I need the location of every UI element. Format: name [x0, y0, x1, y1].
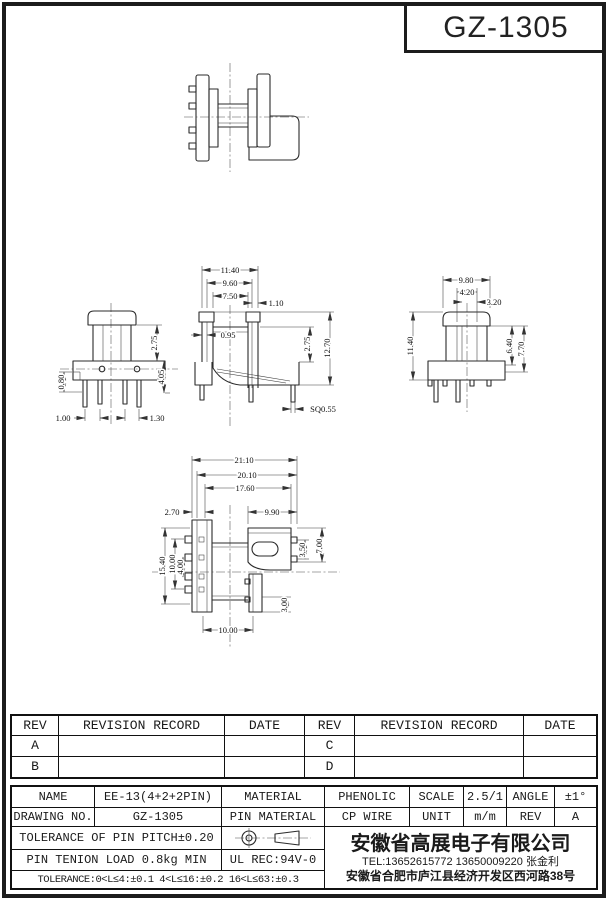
dimension-label-section: 1.10 [269, 298, 284, 308]
pin-pitch-tolerance: TOLERANCE OF PIN PITCH±0.20 [12, 827, 222, 850]
company-phone: TEL:13652615772 13650009220 张金利 [362, 855, 559, 868]
company-info: 安徽省高展电子有限公司 TEL:13652615772 13650009220 … [325, 827, 596, 888]
dimension-label-bottom: 10.00 [167, 554, 177, 573]
dimension-label-bottom: 4.00 [175, 560, 185, 575]
page-title: GZ-1305 [443, 11, 569, 44]
pin-material-label: PIN MATERIAL [222, 808, 325, 827]
length-tolerance-note: TOLERANCE:0<L≤4:±0.1 4<L≤16:±0.2 16<L≤63… [12, 871, 325, 888]
dimension-label-bottom: 15.40 [157, 556, 167, 575]
view-bottom [152, 456, 340, 648]
dimension-label-section: 2.75 [302, 337, 312, 352]
unit-label: UNIT [410, 808, 464, 827]
dimension-label-rear: 11.40 [405, 337, 415, 356]
record-header-left: REVISION RECORD [59, 716, 225, 737]
revision-table: REV REVISION RECORD DATE REV REVISION RE… [10, 714, 598, 779]
dimension-label-rear: 6.40 [504, 339, 514, 354]
rev-cell-d: D [305, 756, 355, 777]
drawing-no-label: DRAWING NO. [12, 808, 95, 827]
drawing-no-value: GZ-1305 [95, 808, 222, 827]
unit-value: m/m [464, 808, 507, 827]
date-cell-b [225, 756, 305, 777]
dimension-label-bottom: 3.50 [297, 543, 307, 558]
angle-value: ±1° [555, 787, 596, 808]
dimension-label-rear: 7.70 [516, 342, 526, 357]
dimension-label-section: 11.40 [221, 265, 240, 275]
dimension-label-section: 12.70 [322, 338, 332, 357]
view-rear [409, 276, 528, 412]
material-value: PHENOLIC [325, 787, 410, 808]
dimension-label-section: 9.60 [223, 278, 238, 288]
date-header-right: DATE [524, 716, 596, 737]
record-cell-a [59, 736, 225, 757]
dimension-label-front: 4.05 [156, 370, 166, 385]
rev-cell-a: A [12, 736, 59, 757]
name-label: NAME [12, 787, 95, 808]
dimension-label-front: 2.75 [149, 336, 159, 351]
dimension-label-bottom: 20.10 [237, 470, 256, 480]
dimension-label-section: 0.95 [221, 330, 236, 340]
rev-value: A [555, 808, 596, 827]
date-cell-a [225, 736, 305, 757]
dimension-label-rear: 9.80 [459, 275, 474, 285]
pin-material-value: CP WIRE [325, 808, 410, 827]
angle-label: ANGLE [507, 787, 555, 808]
record-header-right: REVISION RECORD [355, 716, 524, 737]
dimension-label-bottom: 2.70 [165, 507, 180, 517]
projection-symbol-cell [222, 827, 325, 850]
company-address: 安徽省合肥市庐江县经济开发区西河路38号 [345, 868, 576, 883]
dimension-label-bottom: 21.10 [234, 455, 253, 465]
name-value: EE-13(4+2+2PIN) [95, 787, 222, 808]
view-side [184, 63, 309, 172]
record-cell-b [59, 756, 225, 777]
dimension-labels: 2.75 4.05 0.80 1.00 1.30 11.40 9.60 7.50 1.10 0.9… [54, 264, 527, 637]
dimension-label-bottom: 3.00 [279, 598, 289, 613]
third-angle-projection-icon [235, 828, 311, 848]
dimension-label-bottom: 10.00 [218, 625, 237, 635]
drawing-number-box: GZ-1305 [404, 6, 605, 53]
dimension-label-section: SQ0.55 [310, 404, 336, 414]
rev-label: REV [507, 808, 555, 827]
rev-cell-c: C [305, 736, 355, 757]
date-header-left: DATE [225, 716, 305, 737]
scale-label: SCALE [410, 787, 464, 808]
company-name: 安徽省高展电子有限公司 [350, 832, 571, 855]
dimension-label-rear: 4.20 [460, 287, 475, 297]
dimension-label-bottom: 7.00 [314, 539, 324, 554]
dimension-label-front: 0.80 [56, 375, 66, 390]
dimension-label-front: 1.30 [150, 413, 165, 423]
rev-cell-b: B [12, 756, 59, 777]
rev-header-left: REV [12, 716, 59, 737]
dimension-label-bottom: 9.90 [265, 507, 280, 517]
view-section [191, 266, 334, 428]
ul-rating: UL REC:94V-0 [222, 850, 325, 871]
dimension-label-section: 7.50 [223, 291, 238, 301]
dimension-label-bottom: 17.60 [235, 483, 254, 493]
dimension-label-front: 1.00 [56, 413, 71, 423]
record-cell-d [355, 756, 524, 777]
dimension-label-rear: 3.20 [487, 297, 502, 307]
pin-tension-load: PIN TENION LOAD 0.8kg MIN [12, 850, 222, 871]
date-cell-c [524, 736, 596, 757]
drawing-canvas: 2.75 4.05 0.80 1.00 1.30 11.40 9.60 7.50 1.10 0.9… [54, 63, 528, 648]
material-label: MATERIAL [222, 787, 325, 808]
title-block: NAME EE-13(4+2+2PIN) MATERIAL PHENOLIC S… [10, 785, 598, 890]
date-cell-d [524, 757, 596, 777]
view-front [59, 303, 178, 424]
scale-value: 2.5/1 [464, 787, 507, 808]
record-cell-c [355, 736, 524, 757]
rev-header-right: REV [305, 716, 355, 737]
